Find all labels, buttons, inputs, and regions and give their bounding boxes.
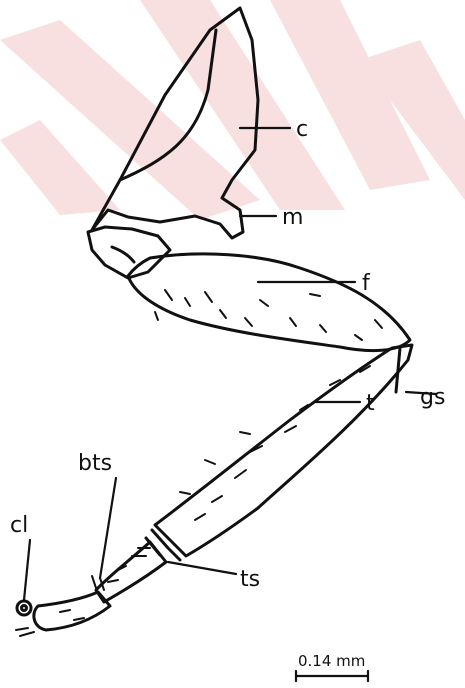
label-c: c [296,117,308,142]
femur [128,254,410,351]
femur-setae [155,290,382,340]
label-cl: cl [10,513,28,538]
watermark [0,0,465,220]
label-t: t [366,391,375,416]
leader-ts [168,562,236,574]
leader-cl [24,540,30,600]
label-bts: bts [78,451,112,476]
tibia [155,345,412,556]
label-m: m [282,205,303,230]
label-gs: gs [420,385,445,410]
label-ts: ts [240,567,260,592]
scale-bar-label: 0.14 mm [298,652,365,670]
scale-bar: 0.14 mm [296,652,368,681]
tibial-spines [132,530,180,560]
leader-bts [100,478,116,578]
trochanter [88,227,170,278]
tibia-setae [180,366,370,520]
claw [16,601,34,636]
label-f: f [362,271,371,296]
